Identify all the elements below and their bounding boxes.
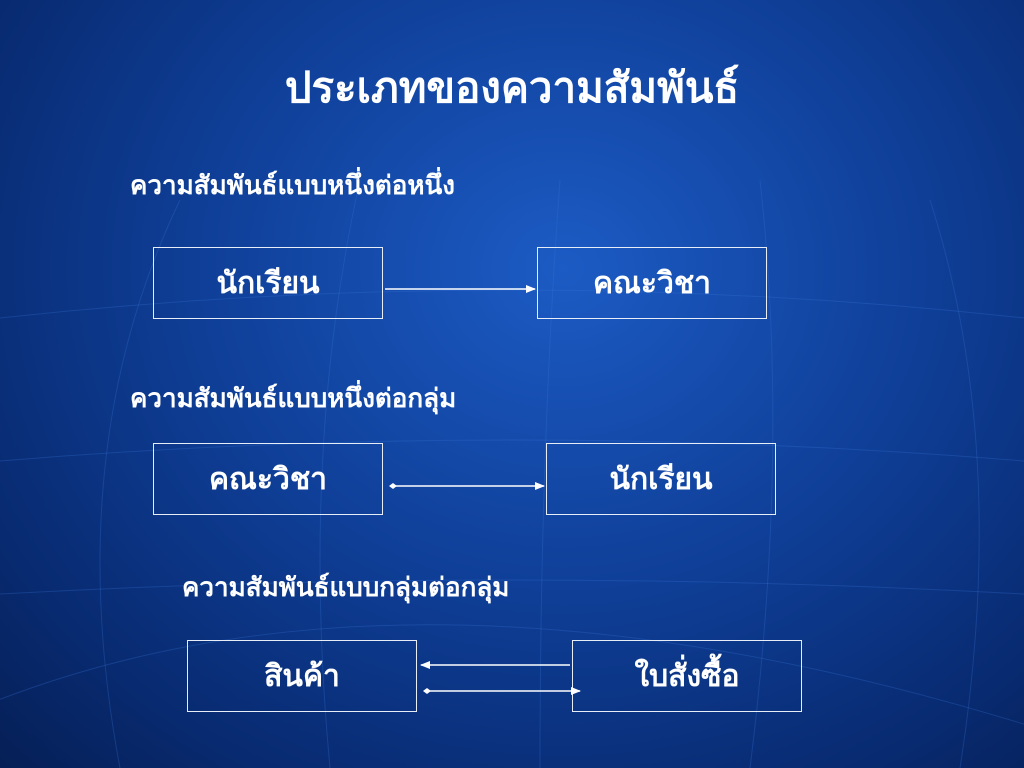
entity-box-student: นักเรียน bbox=[546, 443, 776, 515]
heading-one-to-many: ความสัมพันธ์แบบหนึ่งต่อกลุ่ม bbox=[130, 384, 457, 414]
entity-box-faculty: คณะวิชา bbox=[153, 443, 383, 515]
slide-title: ประเภทของความสัมพันธ์ bbox=[284, 63, 740, 112]
diamond-end-icon bbox=[423, 688, 431, 694]
entity-box-faculty: คณะวิชา bbox=[537, 247, 767, 319]
entity-box-product: สินค้า bbox=[187, 640, 417, 712]
heading-many-to-many: ความสัมพันธ์แบบกลุ่มต่อกลุ่ม bbox=[182, 573, 510, 603]
diamond-end-icon bbox=[389, 483, 397, 489]
heading-one-to-one: ความสัมพันธ์แบบหนึ่งต่อหนึ่ง bbox=[130, 171, 455, 201]
relation-arrow-one-to-many bbox=[389, 482, 545, 490]
entity-box-order: ใบสั่งซื้อ bbox=[572, 640, 802, 712]
entity-box-student: นักเรียน bbox=[153, 247, 383, 319]
relation-arrow-many-to-many bbox=[420, 661, 581, 695]
